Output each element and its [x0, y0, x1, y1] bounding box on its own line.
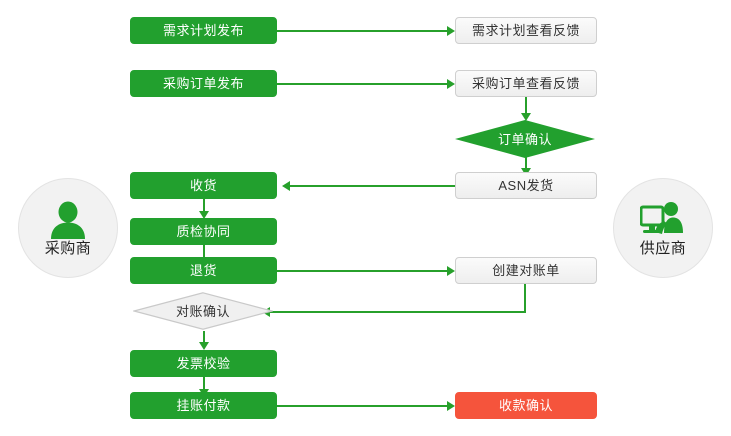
node-label: 创建对账单 — [492, 263, 560, 278]
node-invoice-check[interactable]: 发票校验 — [130, 350, 277, 377]
arrowhead-quality-collab — [199, 211, 209, 219]
node-label: 需求计划发布 — [162, 23, 244, 38]
node-label: 对账确认 — [175, 303, 230, 319]
edge-receive-goods-to-quality — [203, 199, 205, 213]
actor-supplier-label: 供应商 — [639, 239, 687, 257]
arrowhead-receive-goods — [282, 181, 290, 191]
arrowhead-invoice-check — [199, 342, 209, 350]
node-label: 质检协同 — [176, 224, 231, 239]
node-label: 收货 — [189, 178, 217, 193]
node-statement-confirm[interactable]: 对账确认 — [133, 292, 273, 330]
edge-return-to-create-statement — [277, 270, 447, 272]
node-demand-plan-publish[interactable]: 需求计划发布 — [130, 17, 277, 44]
node-quality-collab[interactable]: 质检协同 — [130, 218, 277, 245]
edge-demand-plan-publish-to-feedback — [277, 30, 447, 32]
node-label: 挂账付款 — [176, 398, 231, 413]
node-label: 采购订单发布 — [162, 76, 244, 91]
node-label: 需求计划查看反馈 — [471, 23, 580, 38]
arrowhead-demand-plan-feedback — [447, 26, 455, 36]
person-at-computer-icon — [640, 201, 686, 239]
actor-buyer-label: 采购商 — [44, 239, 92, 257]
edge-asn-to-receive-goods — [290, 185, 455, 187]
edge-po-feedback-to-order-confirm — [525, 97, 527, 115]
diamond-shape — [455, 120, 595, 158]
edge-payment-to-receipt-confirm — [277, 405, 447, 407]
node-po-publish[interactable]: 采购订单发布 — [130, 70, 277, 97]
actor-supplier[interactable]: 供应商 — [613, 178, 713, 278]
node-label: 采购订单查看反馈 — [471, 76, 580, 91]
node-po-feedback[interactable]: 采购订单查看反馈 — [455, 70, 597, 97]
edge-quality-to-return — [203, 245, 205, 259]
node-receive-goods[interactable]: 收货 — [130, 172, 277, 199]
arrowhead-create-statement — [447, 266, 455, 276]
node-label: 退货 — [189, 263, 217, 278]
node-label: 收款确认 — [498, 398, 553, 413]
node-label: ASN发货 — [498, 178, 554, 193]
node-receipt-confirm[interactable]: 收款确认 — [455, 392, 597, 419]
arrowhead-order-confirm — [521, 113, 531, 121]
node-return-goods[interactable]: 退货 — [130, 257, 277, 284]
diamond-shape — [133, 292, 273, 330]
node-asn-shipment[interactable]: ASN发货 — [455, 172, 597, 199]
person-icon — [45, 201, 91, 239]
node-create-statement[interactable]: 创建对账单 — [455, 257, 597, 284]
node-demand-plan-feedback[interactable]: 需求计划查看反馈 — [455, 17, 597, 44]
arrowhead-po-feedback — [447, 79, 455, 89]
edge-po-publish-to-feedback — [277, 83, 447, 85]
arrowhead-receipt-confirm — [447, 401, 455, 411]
edge-order-confirm-to-asn — [525, 156, 527, 172]
node-label: 发票校验 — [176, 356, 231, 371]
edge-create-statement-down — [524, 284, 526, 313]
edge-create-statement-to-statement-confirm — [270, 311, 526, 313]
actor-buyer[interactable]: 采购商 — [18, 178, 118, 278]
edge-statement-confirm-to-invoice — [203, 331, 205, 344]
node-label: 订单确认 — [497, 131, 552, 147]
node-order-confirm[interactable]: 订单确认 — [455, 120, 595, 158]
edge-invoice-to-payment — [203, 377, 205, 391]
node-payable-payment[interactable]: 挂账付款 — [130, 392, 277, 419]
